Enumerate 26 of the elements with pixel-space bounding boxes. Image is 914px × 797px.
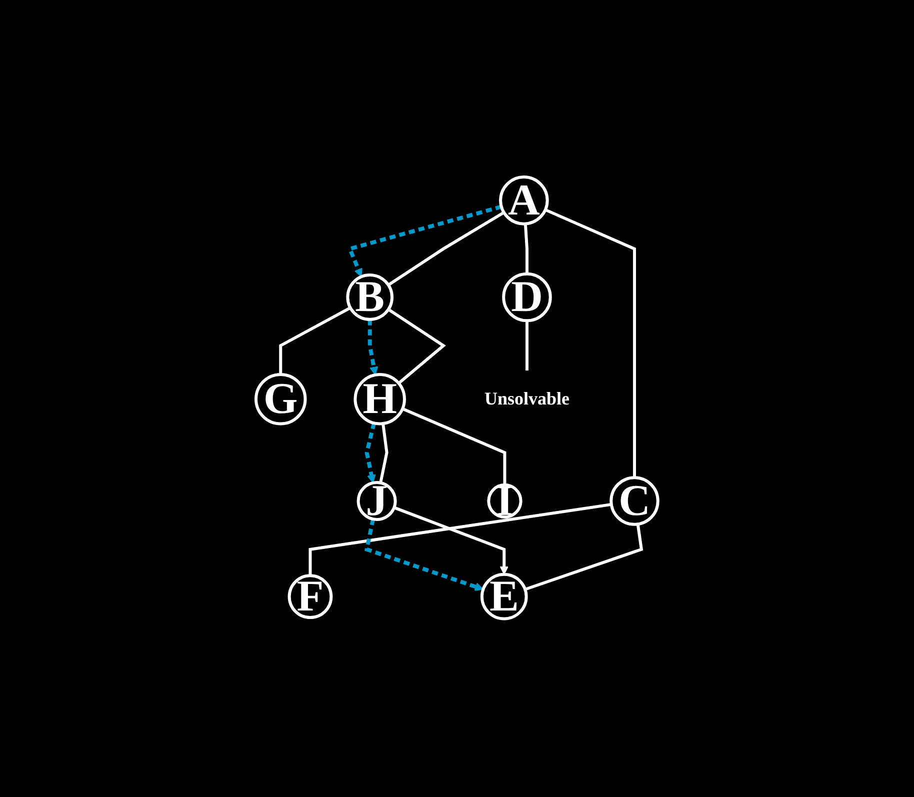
arrow [364,518,484,591]
node-circle: C [610,476,660,526]
connector [524,524,644,591]
connector [544,208,636,478]
connector [388,308,446,384]
arrow [364,422,376,484]
connector [308,502,612,576]
node-circle: F [288,574,333,619]
arrow [347,204,502,278]
node-circle: A [499,176,549,226]
arrow [368,319,378,376]
connector [526,320,529,371]
node-circle: I [487,483,522,519]
connector [388,211,505,286]
arrow [394,506,509,575]
node-circle: D [502,272,552,322]
connector [402,407,506,485]
node-circle: J [356,481,397,521]
node-circle: E [480,572,528,620]
connector [279,306,352,374]
connector [524,224,529,274]
node-circle: B [346,274,394,321]
connector [379,423,388,484]
node-circle: H [354,373,406,426]
node-text: Unsolvable [484,388,570,409]
node-circle: G [254,373,307,426]
